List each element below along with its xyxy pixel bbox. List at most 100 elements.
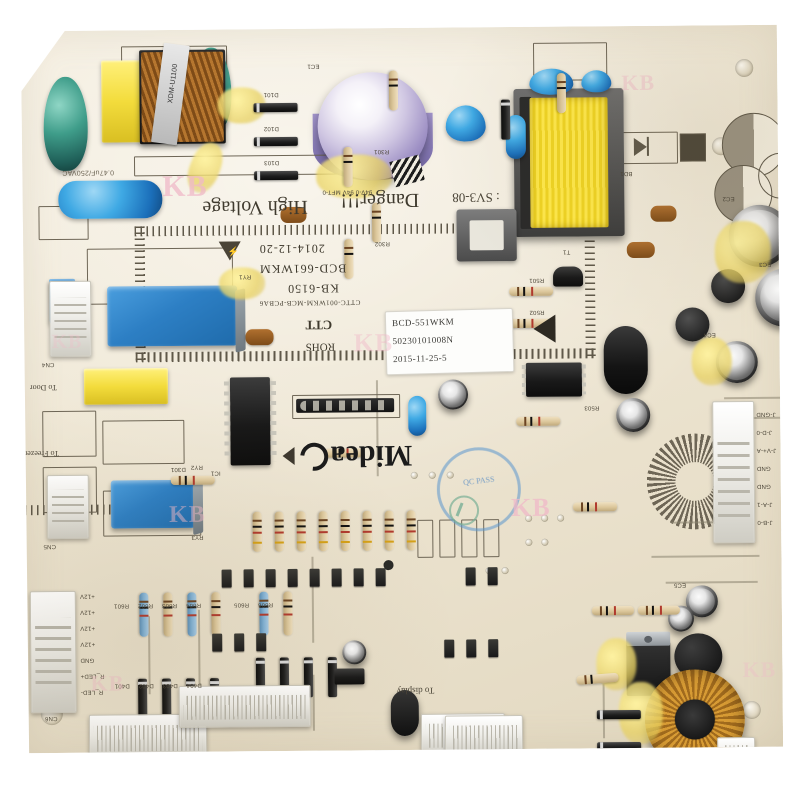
ceramic-cap-blue-5	[408, 396, 426, 436]
watermark-kb-1: KB	[162, 169, 208, 204]
qc-stamp-text: QC PASS	[462, 474, 495, 488]
model-line-2: KB-6150	[287, 281, 339, 296]
varistor-1	[43, 77, 88, 171]
smd-resistor	[234, 633, 244, 651]
smd-resistor	[376, 568, 386, 586]
watermark-kb-3: KB	[168, 501, 206, 529]
refdes: D301	[170, 465, 186, 473]
refdes-big-cap: EC1	[307, 62, 320, 69]
x-capacitor-blue	[58, 180, 162, 219]
pin-label: J-D-0	[756, 428, 773, 435]
label-date: 2015-11-25-5	[392, 352, 448, 365]
pad	[525, 539, 532, 546]
pin-label: +12V	[79, 592, 95, 599]
film-cap-value: 0.47uF/250VAC	[62, 168, 115, 176]
electrolytic-capacitor-6	[603, 326, 648, 394]
silk-relay-outline-2	[102, 420, 184, 465]
smd-resistor	[444, 640, 454, 658]
pin-label: +12V	[80, 640, 96, 647]
ctt-mark: CTT	[305, 317, 333, 333]
electrolytic-capacitor-8	[438, 379, 468, 409]
label-model: BCD-551WKM	[391, 316, 455, 329]
ceramic-cap-blue-3	[446, 105, 486, 141]
qc-pass-stamp: QC PASS	[437, 447, 522, 532]
watermark-kb-2: KB	[353, 328, 394, 358]
pad	[557, 515, 564, 522]
resistor	[407, 510, 416, 550]
pin-label: GND	[80, 656, 95, 663]
diode	[254, 137, 298, 146]
warning-text-high-voltage: High Voltage	[202, 195, 308, 219]
resistor	[163, 593, 172, 637]
pad	[411, 472, 418, 479]
to220-heatsink-tab	[626, 632, 670, 646]
trace	[651, 555, 759, 558]
resistor	[275, 512, 284, 552]
refdes: EC3	[758, 260, 772, 267]
high-voltage-warning-icon: ⚡	[219, 241, 241, 260]
refdes: CN6	[44, 715, 58, 722]
pin-label: GND	[756, 482, 771, 489]
smd-resistor	[332, 569, 342, 587]
midea-ring-icon	[295, 437, 334, 476]
smd-resistor	[244, 569, 254, 587]
dip-ic-main	[230, 377, 271, 465]
resistor	[343, 147, 352, 187]
ceramic-cap-brown-4	[650, 206, 676, 222]
refdes: R503	[584, 404, 600, 411]
silk-resistor-pad	[417, 520, 433, 558]
refdes: EC4	[703, 331, 716, 338]
label-serial: 50230101008N	[392, 334, 454, 347]
danger-code: : SV3-08	[452, 190, 500, 206]
refdes: EC2	[722, 195, 735, 202]
capacitor-stripe	[389, 155, 425, 188]
soic-ic	[526, 362, 582, 396]
soic-pins-right	[582, 364, 586, 394]
refdes: R301	[373, 148, 390, 155]
midea-logo: Midea	[300, 438, 412, 473]
refdes: R502	[529, 308, 545, 315]
connector-left-3	[30, 591, 77, 713]
resistor	[283, 591, 292, 635]
bridge-center	[470, 221, 504, 250]
connector-right-1	[712, 401, 755, 543]
watermark-kb-7: KB	[742, 656, 777, 683]
diode	[597, 742, 641, 751]
connector-bottom-2	[179, 685, 311, 728]
smd-resistor	[288, 569, 298, 587]
model-line-1: CTTC-001WKM-MCB-PCBA6	[259, 298, 361, 308]
smd-resistor	[466, 567, 476, 585]
ceramic-cap-brown	[245, 329, 273, 345]
model-line-4: 2014-12-20	[258, 241, 325, 257]
refdes: D403	[162, 681, 178, 689]
refdes: R602	[137, 602, 154, 609]
bridge-rectifier	[456, 209, 516, 262]
smd-resistor	[310, 569, 320, 587]
refdes-relay-2: RY2	[190, 463, 203, 470]
rohs-mark: ROHS	[305, 340, 336, 353]
glue-blob	[692, 337, 732, 385]
electrolytic-capacitor-7	[616, 398, 650, 432]
pin-label: +12V	[79, 608, 95, 615]
model-line-3: BCD-661WKM	[258, 261, 347, 277]
relay-1	[107, 285, 238, 346]
refdes: R605	[233, 601, 250, 608]
warning-text-danger: Danger!!!	[340, 188, 420, 212]
serial-label: BCD-551WKM 50230101008N 2015-11-25-5	[385, 308, 515, 375]
mounting-hole-bottom-right	[743, 701, 761, 719]
electrolytic-capacitor-9	[391, 690, 419, 736]
resistor	[509, 287, 553, 296]
resistor	[319, 511, 328, 551]
smd-resistor	[212, 634, 222, 652]
smd-resistor	[256, 633, 266, 651]
smd-resistor	[466, 639, 476, 657]
sip-dots	[300, 400, 390, 411]
watermark-kb-4: KB	[510, 492, 551, 523]
pin-label: GND	[756, 464, 771, 471]
dip-pins-left	[224, 382, 231, 462]
smd-resistor	[488, 567, 498, 585]
silk-resistor-pad	[439, 520, 455, 558]
soic-pins-left	[522, 365, 526, 395]
diode	[254, 103, 298, 112]
ceramic-cap-brown-3	[627, 242, 655, 258]
